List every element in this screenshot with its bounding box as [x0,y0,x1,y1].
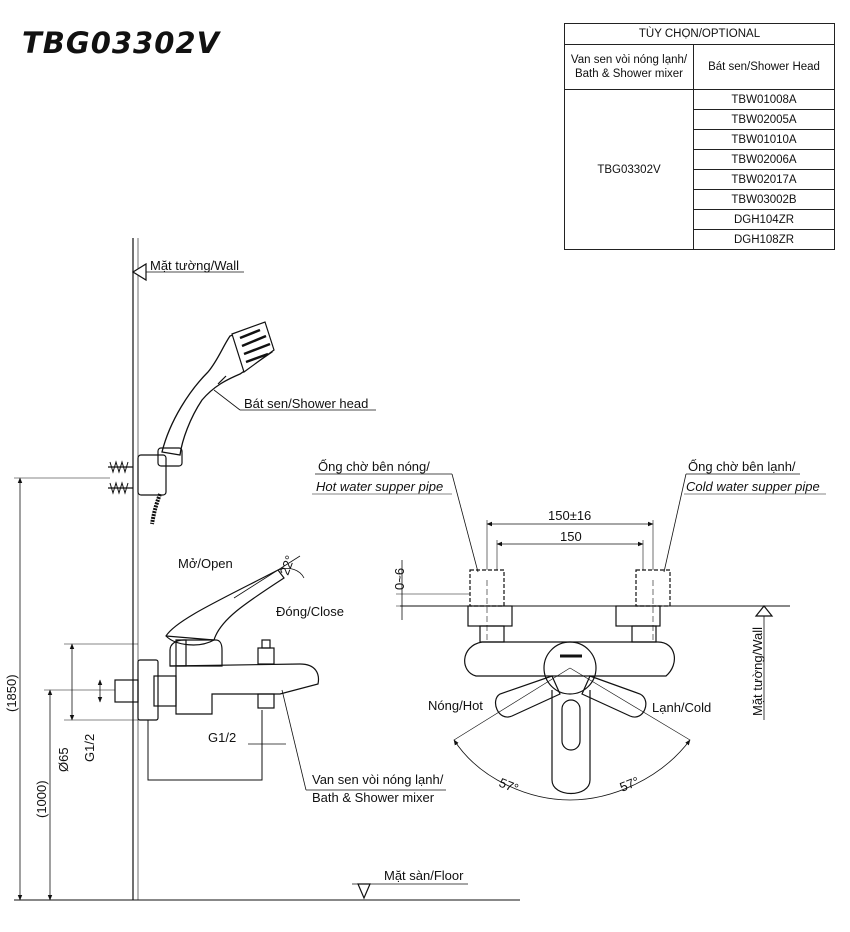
shower-head-cell: TBW01010A [693,129,835,150]
options-table: TÙY CHỌN/OPTIONAL Van sen vòi nóng lạnh/… [564,23,835,250]
shower-hose [150,493,162,525]
bath-shower-mixer [114,555,320,781]
g-half-bottom-label: G1/2 [208,730,236,745]
dimension-150-16-label: 150±16 [548,508,591,523]
side-view [14,238,520,901]
mixer-model-cell: TBG03302V [564,89,694,250]
mixer-label-vi: Van sen vòi nóng lạnh/ [312,772,444,787]
dimension-150-label: 150 [560,529,582,544]
hot-pipe-label-en: Hot water supper pipe [316,479,443,494]
shower-head-cell: DGH108ZR [693,229,835,250]
close-label: Đóng/Close [276,604,344,619]
floor-label: Mặt sàn/Floor [384,868,464,883]
shower-head-column-header: Bát sen/Shower Head [693,44,835,90]
shower-head [161,321,275,456]
shower-head-label: Bát sen/Shower head [244,396,368,411]
page-title: TBG03302V [22,26,221,60]
mixer-label-en: Bath & Shower mixer [312,790,435,805]
screw-icon [108,460,133,495]
wall-label: Mặt tường/Wall [150,258,239,273]
dimension-0-6-label: 0~6 [392,568,407,590]
mixer-front [453,605,691,801]
mixer-column-header: Van sen vòi nóng lạnh/ Bath & Shower mix… [564,44,694,90]
cold-pipe-label-en: Cold water supper pipe [686,479,820,494]
open-label: Mở/Open [178,556,233,571]
hot-pipe-label-vi: Ống chờ bên nóng/ [318,459,430,474]
open-angle-label: 22° [277,553,298,577]
shower-head-cell: TBW01008A [693,89,835,110]
height-1850-label: (1850) [4,674,19,712]
wall-right-label: Mặt tường/Wall [750,627,765,716]
front-view [312,473,826,801]
left-angle-label: 57° [497,775,521,796]
g-half-left-label: G1/2 [82,734,97,762]
shower-head-cell: TBW03002B [693,189,835,210]
cold-label: Lạnh/Cold [652,700,711,715]
shower-bracket [137,454,167,496]
diameter-65-label: Ø65 [56,747,71,772]
height-1000-label: (1000) [34,780,49,818]
cold-pipe-label-vi: Ống chờ bên lạnh/ [688,459,796,474]
hot-label: Nóng/Hot [428,698,483,713]
right-angle-label: 57° [618,774,642,795]
